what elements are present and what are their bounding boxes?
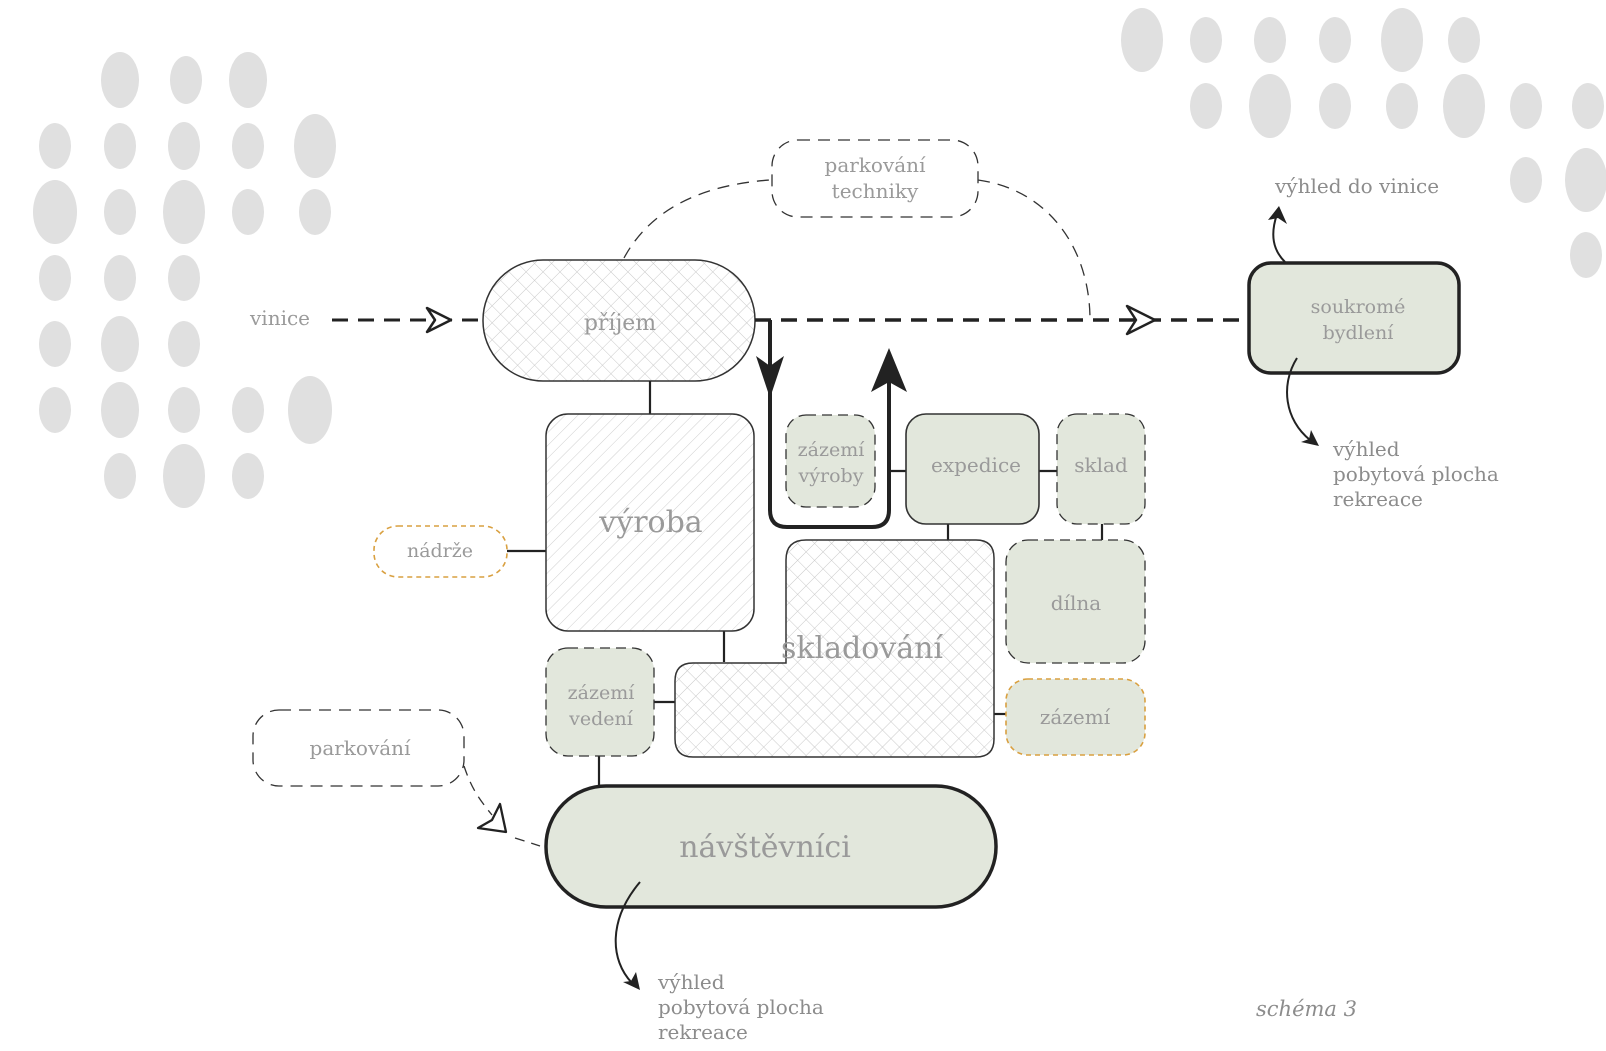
decor-dots-left [33,52,336,508]
dilna-label: dílna [1051,591,1101,615]
label-vinice: vinice [249,306,310,330]
node-sklad: sklad [1056,413,1146,525]
arrow-up-icon [871,348,907,392]
skladovani-label: skladování [781,631,943,666]
node-zazemi: zázemí [1005,678,1146,756]
expedice-label: expedice [931,453,1021,477]
view-arrow-right-icon [1301,430,1319,446]
connectors [507,381,1104,786]
vyhled-bottom-line3: rekreace [658,1020,748,1044]
node-navstevnici: návštěvníci [544,784,998,909]
zazemi-vedeni-line2: vedení [568,708,634,730]
caption: schéma 3 [1256,997,1357,1021]
node-parkovani-techniky: parkování techniky [771,139,979,218]
sklad-label: sklad [1074,453,1128,477]
view-arrows [614,213,1311,984]
bydleni-line1: soukromé [1311,296,1406,318]
route-prijem-expedice [768,320,891,529]
dashed-arc-techniky [623,179,1091,321]
parkovani-techniky-line2: techniky [832,179,919,203]
parkovani-techniky-line1: parkování [825,153,927,177]
arrowhead-vinice-icon [425,306,453,334]
node-expedice: expedice [905,413,1040,525]
node-dilna: dílna [1005,539,1146,664]
decor-dots-right [1121,8,1606,278]
node-prijem: příjem [482,259,756,382]
bydleni-line2: bydlení [1323,322,1395,344]
node-nadrze: nádrže [373,525,508,578]
zazemi-vedeni-line1: zázemí [568,682,636,704]
view-arrow-bottom-icon [623,972,640,990]
arrow-down-icon [756,356,784,398]
vyroba-label: výroba [598,505,703,540]
zazemi-vyroby-line2: výroby [798,465,864,487]
node-parkovani: parkování [252,709,541,847]
parkovani-label: parkování [310,736,412,760]
vyhled-right-line1: výhled [1332,437,1400,461]
node-zazemi-vyroby: zázemí výroby [785,414,876,508]
zazemi-label: zázemí [1040,705,1111,729]
prijem-label: příjem [584,311,656,336]
zazemi-vyroby-line1: zázemí [798,439,866,461]
node-vyroba: výroba [545,413,755,632]
arrowhead-bydleni-icon [1125,304,1157,336]
navstevnici-label: návštěvníci [679,830,851,865]
label-vyhled-vinice: výhled do vinice [1274,174,1439,198]
vyhled-bottom-line2: pobytová plocha [658,995,824,1019]
node-skladovani: skladování [674,539,995,758]
vyhled-bottom-line1: výhled [657,970,725,994]
view-arrow-vinice-icon [1268,206,1287,224]
arrowhead-parkovani-icon [476,802,508,834]
node-soukrome-bydleni: soukromé bydlení [1247,261,1461,375]
node-zazemi-vedeni: zázemí vedení [545,647,655,757]
vyhled-right-line2: pobytová plocha [1333,462,1499,486]
vyhled-right-line3: rekreace [1333,487,1423,511]
nadrze-label: nádrže [407,540,473,562]
